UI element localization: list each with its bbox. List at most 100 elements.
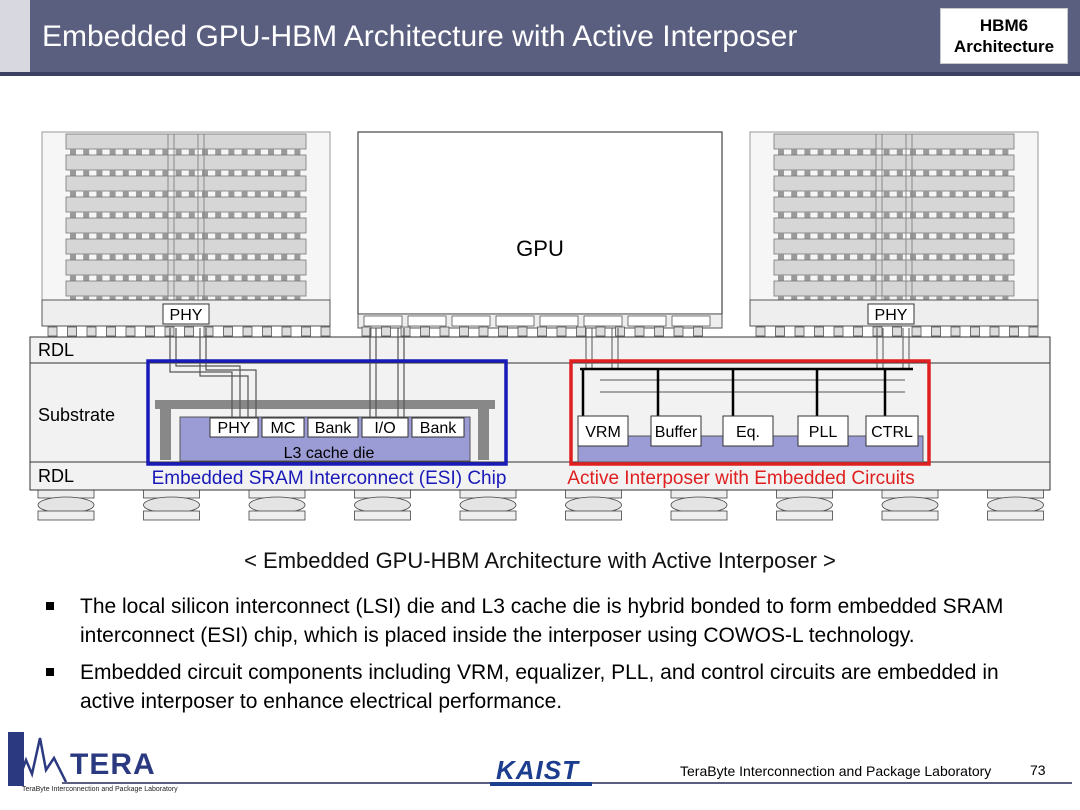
section-badge: HBM6 Architecture (940, 8, 1068, 64)
hbm-micro-bump (896, 149, 903, 155)
badge-line-2: Architecture (953, 37, 1055, 56)
rdl-bottom-label: RDL (38, 466, 74, 486)
hbm-micro-bump (883, 170, 890, 176)
hbm-micro-bump (949, 296, 956, 302)
hbm-micro-bump (188, 149, 195, 155)
phy-left-box (162, 303, 210, 325)
hbm-micro-bump (188, 296, 195, 302)
micro-bump (853, 326, 863, 337)
hbm-micro-bump (936, 149, 943, 155)
hbm-micro-bump (804, 296, 811, 302)
hbm-micro-bump (1002, 212, 1009, 218)
hbm-micro-bump (804, 191, 811, 197)
active-block (650, 415, 702, 447)
hbm-micro-bump (1002, 275, 1009, 281)
hbm-micro-bump (188, 275, 195, 281)
hbm-micro-bump (175, 149, 182, 155)
hbm-micro-bump (949, 254, 956, 260)
hbm-micro-bump (923, 296, 930, 302)
hbm-micro-bump (136, 296, 142, 302)
hbm-micro-bump (976, 275, 982, 281)
hbm-micro-bump (241, 191, 248, 197)
hbm-micro-bump (857, 212, 864, 218)
hbm-micro-bump (844, 212, 850, 218)
active-routing-bus (580, 367, 913, 416)
micro-bump (381, 326, 391, 337)
hbm-micro-bump (949, 233, 956, 239)
hbm-micro-bump (254, 296, 261, 302)
slide-title: Embedded GPU-HBM Architecture with Activ… (42, 20, 798, 53)
hbm-micro-bump (70, 149, 76, 155)
hbm-micro-bump (96, 212, 103, 218)
hbm-micro-bump (962, 275, 969, 281)
hbm-layer (773, 217, 1015, 234)
hbm-micro-bump (162, 149, 169, 155)
hbm-micro-bump (817, 275, 824, 281)
hbm-micro-bump (949, 170, 956, 176)
page-number: 73 (1030, 762, 1046, 778)
hbm-micro-bump (910, 296, 916, 302)
esi-block (261, 417, 305, 438)
hbm-micro-bump (830, 149, 837, 155)
hbm-micro-bump (228, 296, 235, 302)
solder-pad (776, 510, 833, 521)
hbm-micro-bump (202, 233, 208, 239)
micro-bump (595, 326, 606, 337)
hbm-micro-bump (896, 170, 903, 176)
hbm-micro-bump (962, 170, 969, 176)
micro-bump (301, 326, 311, 337)
kaist-logo: KAIST (496, 755, 579, 785)
hbm-micro-bump (870, 191, 877, 197)
solder-pad (565, 510, 622, 521)
hbm-stack-left (41, 131, 331, 302)
hbm-micro-bump (188, 233, 195, 239)
hbm-layer (65, 217, 307, 234)
hbm-micro-bump (910, 170, 916, 176)
hbm-micro-bump (281, 170, 288, 176)
hbm-micro-bump (936, 212, 943, 218)
hbm-micro-bump (791, 212, 798, 218)
hbm-micro-bump (122, 296, 129, 302)
gpu-pad (363, 315, 403, 327)
hbm-micro-bump (96, 149, 103, 155)
hbm-micro-bump (109, 296, 116, 302)
hbm-micro-bump (1002, 191, 1009, 197)
hbm-micro-bump (109, 149, 116, 155)
hbm-micro-bump (870, 170, 877, 176)
hbm-micro-bump (122, 149, 129, 155)
hbm-micro-bump (870, 296, 877, 302)
hbm-layer (773, 196, 1015, 213)
hbm-micro-bump (83, 275, 90, 281)
hbm-micro-bump (791, 275, 798, 281)
l3-cache-label: L3 cache die (284, 445, 375, 462)
micro-bump (459, 326, 469, 337)
hbm-micro-bump (109, 191, 116, 197)
hbm-micro-bump (936, 170, 943, 176)
hbm-micro-bump (241, 296, 248, 302)
hbm-micro-bump (791, 149, 798, 155)
hbm-micro-bump (923, 254, 930, 260)
active-block (797, 415, 849, 447)
hbm-micro-bump (268, 254, 274, 260)
hbm-micro-bump (923, 212, 930, 218)
bullet-text: The local silicon interconnect (LSI) die… (80, 595, 1004, 647)
hbm-micro-bump (175, 296, 182, 302)
hbm-micro-bump (109, 212, 116, 218)
hbm-micro-bump (949, 191, 956, 197)
bullet-text: Embedded circuit components including VR… (80, 661, 999, 713)
hbm-micro-bump (962, 212, 969, 218)
solder-pad (248, 510, 306, 521)
micro-bump (950, 326, 961, 337)
phy-right-label: PHY (875, 307, 908, 324)
hbm-micro-bump (70, 191, 76, 197)
hbm-micro-bump (778, 149, 784, 155)
hbm-micro-bump (936, 275, 943, 281)
hbm-micro-bump (268, 170, 274, 176)
micro-bump (989, 326, 1000, 337)
hbm-micro-bump (122, 275, 129, 281)
hbm-stack-right (749, 131, 1039, 302)
bullet-square-icon (46, 668, 54, 676)
